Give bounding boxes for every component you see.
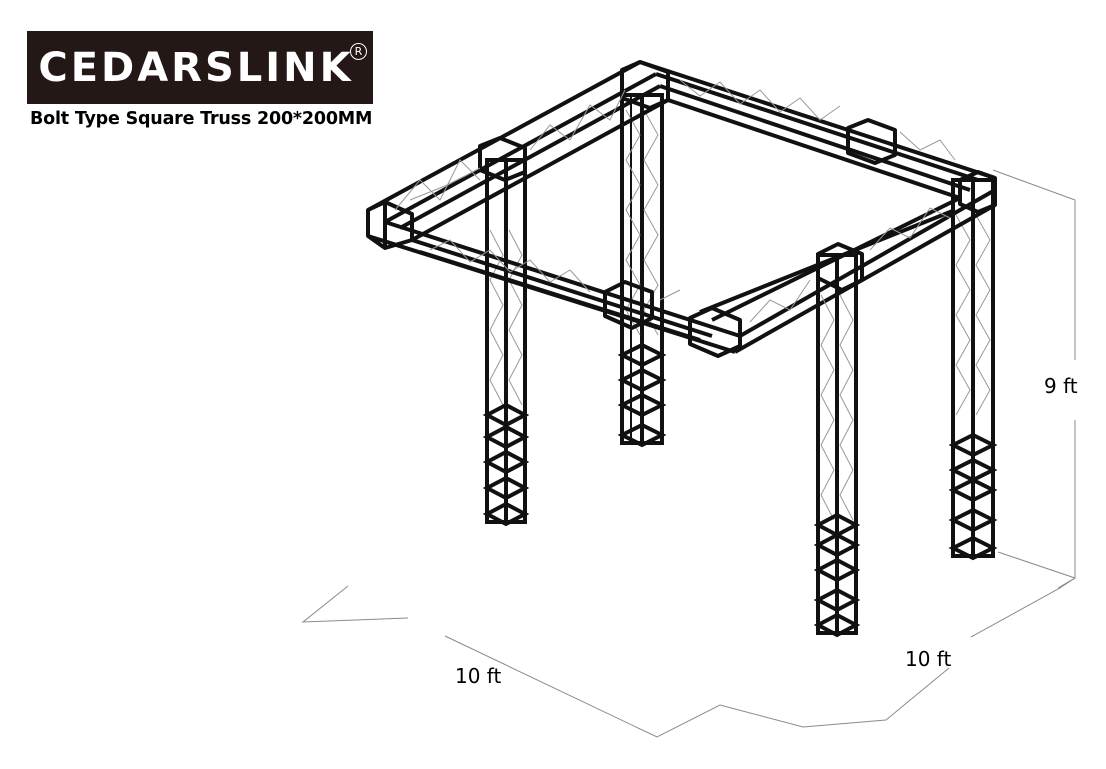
height-dimension-label: 9 ft: [1044, 374, 1078, 398]
leg-front-boxes: [813, 512, 861, 638]
top-frame: [366, 60, 997, 358]
leg-back-left: [485, 158, 527, 524]
leg-back-left-boxes: [482, 402, 530, 527]
brand-logo: CEDARSLINK R: [27, 31, 373, 104]
top-frame-braces: [394, 79, 956, 323]
product-title: Bolt Type Square Truss 200*200MM: [30, 109, 373, 129]
dimension-lines: [301, 169, 1076, 738]
brand-name: CEDARSLINK: [38, 44, 354, 91]
leg-back-center-boxes: [617, 342, 667, 448]
width-dimension-label: 10 ft: [455, 664, 502, 688]
leg-back-right-boxes: [948, 432, 998, 561]
registered-mark-icon: R: [350, 43, 367, 60]
leg-front: [816, 253, 858, 635]
depth-dimension-label: 10 ft: [905, 647, 952, 671]
